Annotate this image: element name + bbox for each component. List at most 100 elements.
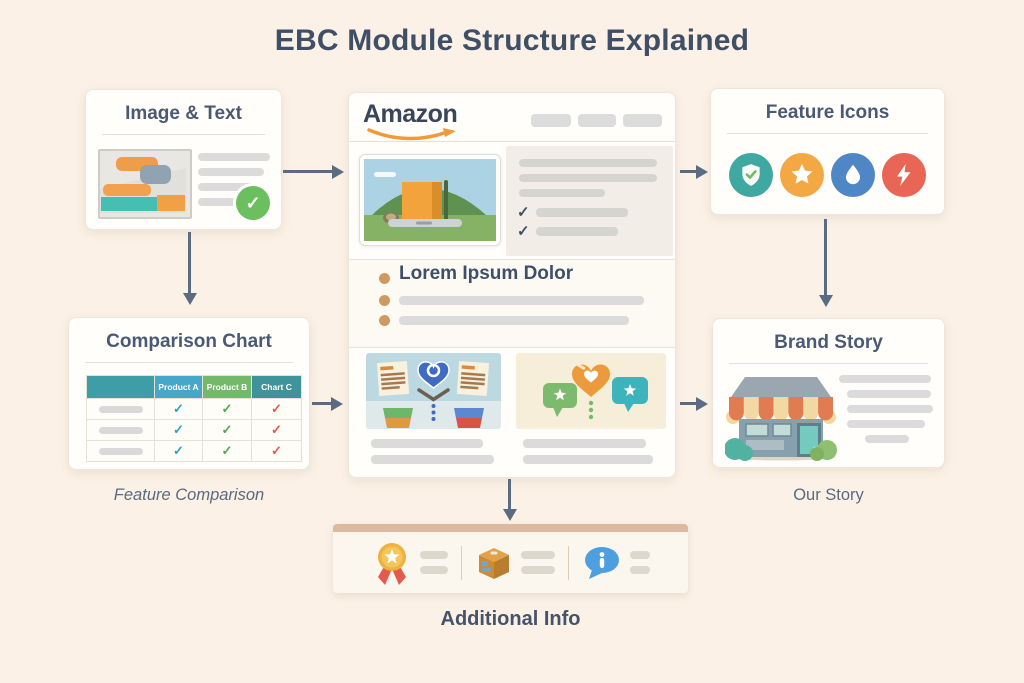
- strip-divider: [460, 545, 462, 580]
- table-row: ✓ ✓ ✓: [86, 419, 302, 441]
- arrow-imagetext-to-comparison: [182, 232, 197, 305]
- info-bubble-icon: [584, 546, 619, 579]
- comparison-table: Product A Product B Chart C ✓ ✓ ✓ ✓ ✓ ✓: [86, 375, 302, 462]
- section-divider: [349, 259, 675, 260]
- check-icon: ✓: [517, 204, 530, 221]
- star-icon: [780, 153, 824, 197]
- text-placeholder-line: [535, 227, 618, 236]
- hero-image-card: [359, 154, 501, 246]
- landscape-product-illustration: [364, 159, 496, 241]
- image-text-title: Image & Text: [125, 103, 242, 124]
- text-placeholder-line: [198, 198, 236, 206]
- check-cell: ✓: [154, 419, 203, 441]
- amazon-logo: Amazon: [363, 100, 458, 128]
- table-corner-cell: [86, 375, 155, 399]
- brand-story-title: Brand Story: [774, 332, 883, 353]
- text-placeholder-line: [839, 375, 931, 383]
- nav-placeholder-pill: [578, 114, 616, 127]
- bullet-dot: [379, 273, 390, 284]
- amazon-page-mockup: Amazon: [348, 92, 676, 478]
- strip-item-award: [372, 540, 448, 586]
- arrow-comparison-to-center: [312, 396, 343, 411]
- check-cell: ✓: [202, 419, 252, 441]
- additional-info-strip: [333, 524, 688, 593]
- text-placeholder-line: [198, 168, 264, 176]
- additional-info-caption: Additional Info: [440, 608, 581, 630]
- check-icon: ✓: [245, 192, 261, 213]
- check-cell: ✓: [251, 398, 302, 420]
- text-placeholder-line: [371, 439, 483, 448]
- comparison-illustration-tile: [366, 353, 501, 429]
- shield-check-icon: [729, 153, 773, 197]
- table-row: ✓ ✓ ✓: [86, 440, 302, 462]
- checkmark-row: ✓: [517, 224, 618, 239]
- list-heading: Lorem Ipsum Dolor: [399, 263, 574, 284]
- table-header-product-a: Product A: [154, 375, 203, 399]
- reviews-illustration-tile: [516, 353, 666, 429]
- text-placeholder-line: [371, 455, 494, 464]
- text-placeholder-line: [519, 174, 657, 182]
- check-icon: ✓: [517, 223, 530, 240]
- divider: [729, 363, 928, 364]
- divider: [85, 362, 293, 363]
- text-placeholder-line: [847, 390, 931, 398]
- check-cell: ✓: [154, 398, 203, 420]
- arrow-center-to-brandstory: [680, 396, 708, 411]
- text-placeholder-line: [399, 316, 629, 325]
- strip-divider: [567, 545, 569, 580]
- text-placeholder-line: [519, 189, 605, 197]
- package-box-icon: [478, 547, 509, 579]
- arrow-imagetext-to-center: [283, 164, 344, 179]
- heart-reviews-illustration: [516, 353, 666, 429]
- page-title: EBC Module Structure Explained: [274, 24, 750, 57]
- text-placeholder-line: [519, 159, 657, 167]
- feature-comparison-caption: Feature Comparison: [113, 486, 265, 504]
- storefront-illustration: [725, 377, 837, 461]
- text-placeholder-line: [399, 296, 644, 305]
- brand-story-box: Brand Story: [712, 318, 945, 468]
- strip-item-package: [475, 544, 555, 582]
- comparison-chart-title: Comparison Chart: [106, 331, 272, 352]
- strip-item-info: [582, 546, 650, 580]
- check-cell: ✓: [251, 419, 302, 441]
- row-label-placeholder: [86, 398, 155, 420]
- page-header: Amazon: [349, 93, 675, 142]
- feature-icons-box: Feature Icons: [710, 88, 945, 215]
- arrow-center-to-additionalinfo: [502, 479, 517, 521]
- arrow-featureicons-to-brandstory: [818, 219, 833, 307]
- text-placeholder-line: [847, 420, 925, 428]
- our-story-caption: Our Story: [793, 486, 864, 504]
- text-placeholder-line: [535, 208, 628, 217]
- image-text-box: Image & Text ✓: [85, 89, 282, 230]
- divider: [102, 134, 265, 135]
- arrow-center-to-featureicons: [680, 164, 708, 179]
- table-header-chart-c: Chart C: [251, 375, 302, 399]
- row-label-placeholder: [86, 419, 155, 441]
- nav-placeholder-pill: [531, 114, 571, 127]
- divider: [727, 133, 928, 134]
- award-medal-icon: [377, 542, 406, 585]
- text-placeholder-line: [198, 183, 256, 191]
- row-label-placeholder: [86, 440, 155, 462]
- feature-icon-row: [711, 153, 944, 197]
- check-cell: ✓: [202, 398, 252, 420]
- table-header-product-b: Product B: [202, 375, 252, 399]
- checkmark-row: ✓: [517, 205, 628, 220]
- feature-icons-title: Feature Icons: [765, 102, 890, 123]
- abstract-product-illustration: [100, 151, 186, 213]
- lightning-icon: [882, 153, 926, 197]
- text-placeholder-lines: [520, 551, 555, 574]
- check-cell: ✓: [202, 440, 252, 462]
- text-placeholder-line: [523, 455, 653, 464]
- amazon-smile-icon: [367, 128, 456, 141]
- text-placeholder-line: [865, 435, 909, 443]
- text-placeholder-lines: [419, 551, 448, 574]
- product-image-thumbnail: [98, 149, 192, 219]
- check-cell: ✓: [251, 440, 302, 462]
- bullet-dot: [379, 315, 390, 326]
- text-placeholder-line: [523, 439, 646, 448]
- hero-text-panel: ✓ ✓: [506, 146, 673, 256]
- nav-placeholder-pill: [623, 114, 662, 127]
- choice-comparison-illustration: [366, 353, 501, 429]
